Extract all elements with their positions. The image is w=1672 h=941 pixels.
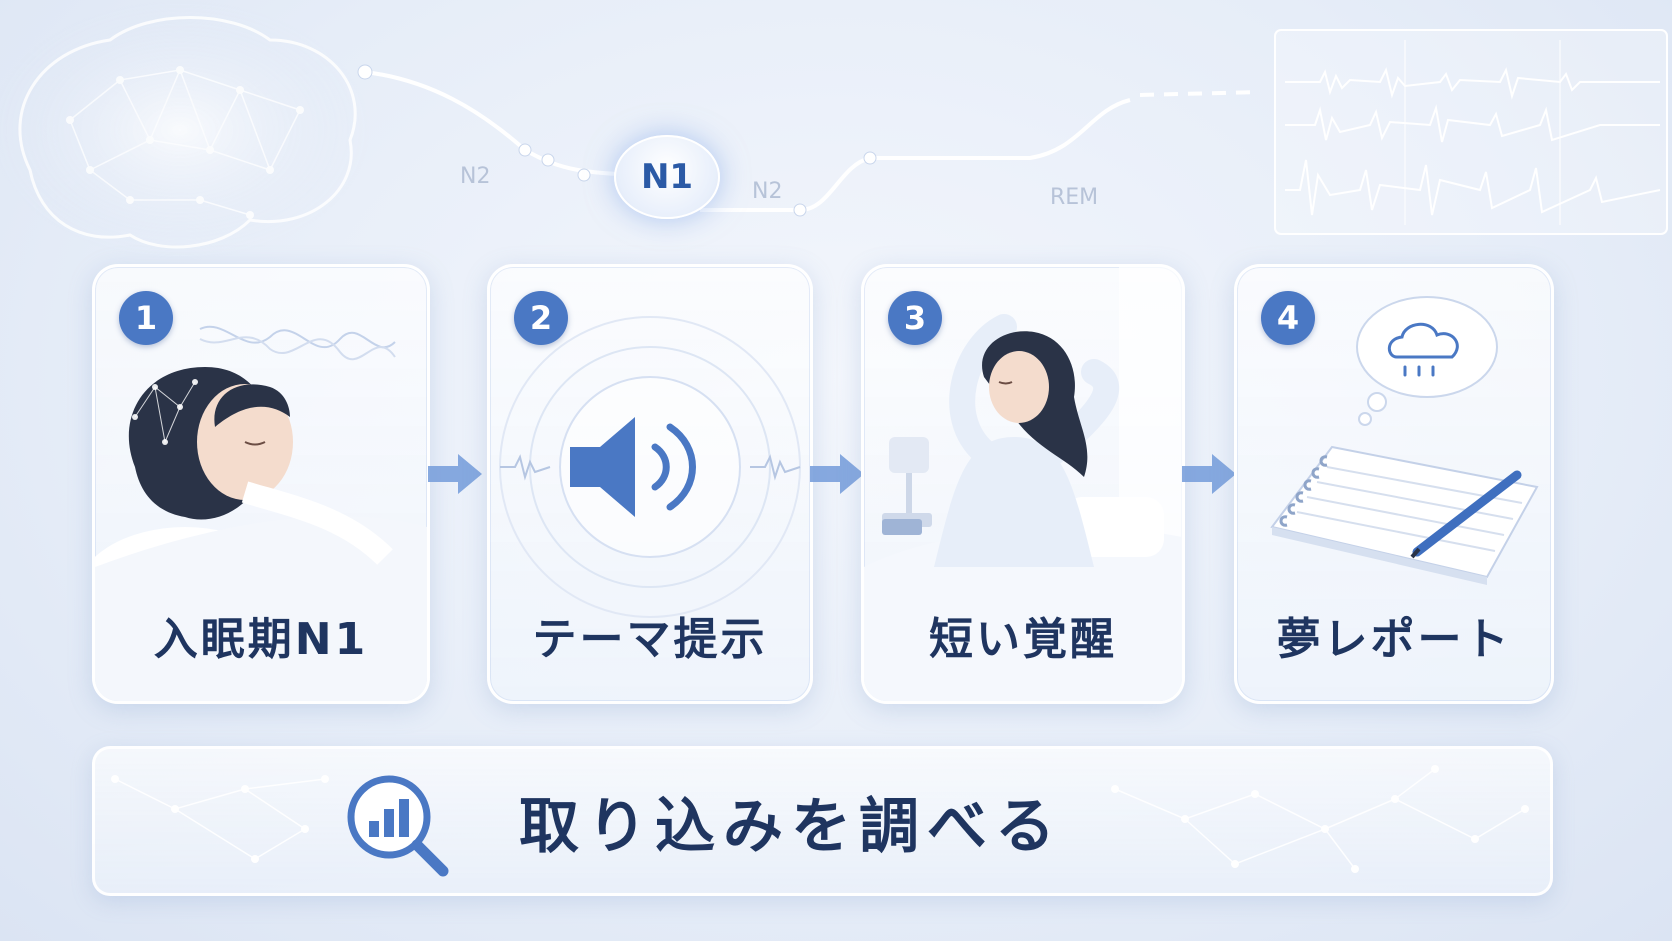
search-chart-icon [347,775,449,877]
network-decoration [111,765,1529,873]
notebook-icon [1270,296,1539,585]
step-label: 夢レポート [1276,614,1512,665]
step-number-badge: 3 [888,291,942,345]
step-label: テーマ提示 [532,614,768,665]
step-number-badge: 2 [514,291,568,345]
sleeping-woman-illustration [95,325,427,701]
step-card-3: 3 短い覚醒 [861,264,1185,704]
arrow-right-icon [810,454,864,494]
step-card-1: 1 入眠期N1 [92,264,430,704]
brain-icon [0,0,370,260]
step-card-4: 4 夢レポート [1234,264,1554,704]
hypnogram-label-n2-right: N2 [752,179,782,204]
hypnogram-label-rem: REM [1050,185,1098,210]
step-number-badge: 1 [119,291,173,345]
speaker-icon [499,316,801,618]
hypnogram-line [357,64,1261,217]
step-label: 入眠期N1 [153,614,369,665]
step-number-badge: 4 [1261,291,1315,345]
eeg-panel [1274,29,1668,235]
investigate-incorporation-button[interactable]: 取り込みを調べる [92,746,1553,896]
step-label: 短い覚醒 [929,614,1117,665]
n1-highlight-label: N1 [640,157,694,197]
hypnogram-label-n2-left: N2 [460,164,490,189]
waking-woman-illustration [864,267,1182,701]
investigate-incorporation-label: 取り込みを調べる [519,791,1063,862]
step-card-2: 2 テーマ提示 [487,264,813,704]
n1-highlight-badge: N1 [614,135,720,219]
arrow-right-icon [428,454,482,494]
arrow-right-icon [1182,454,1236,494]
